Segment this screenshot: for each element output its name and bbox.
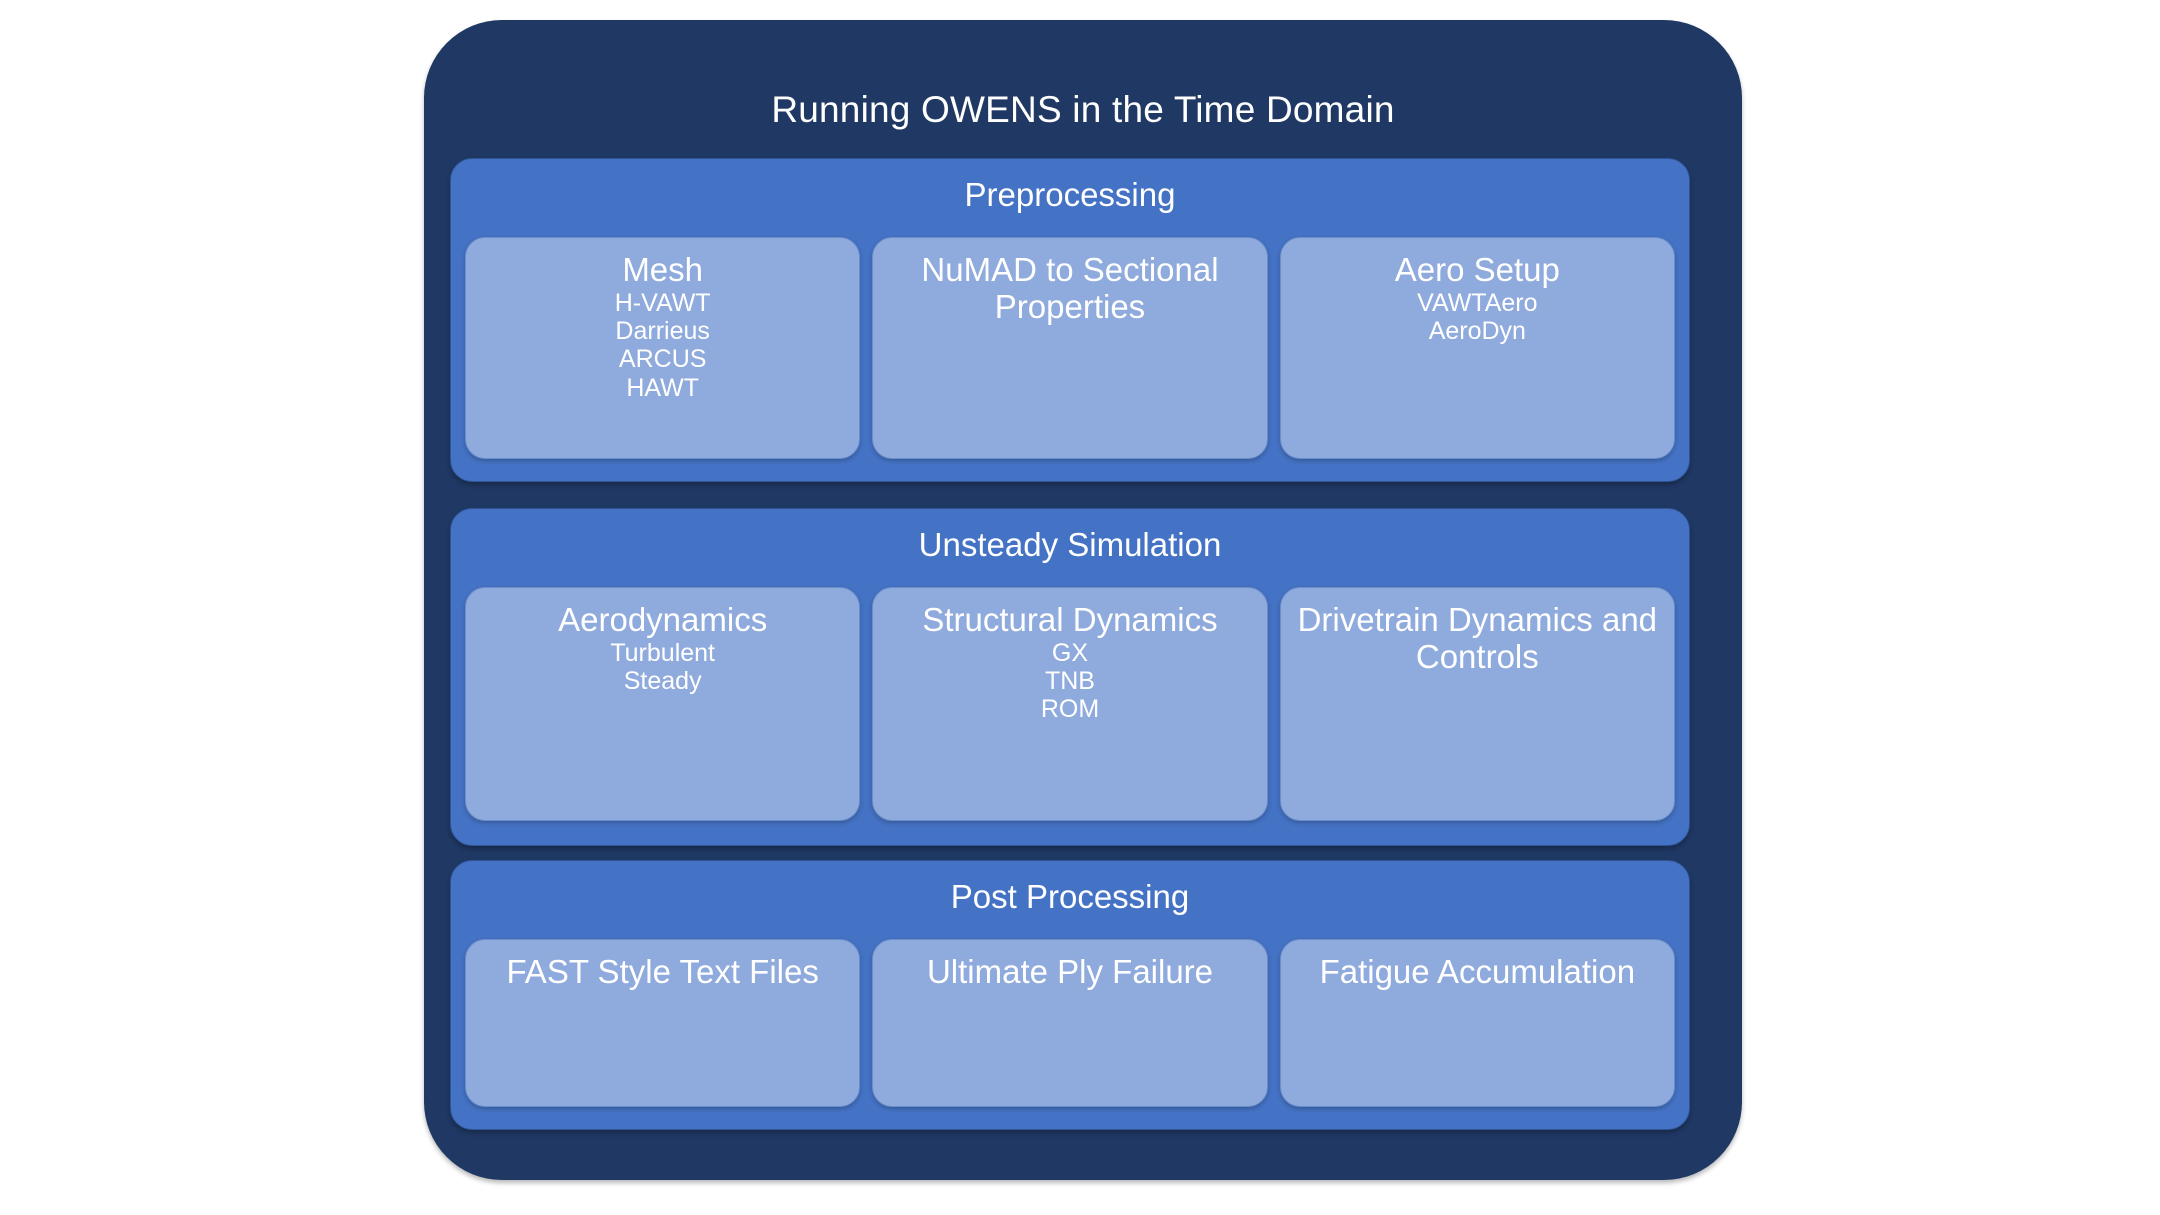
- card-aerodynamics[interactable]: Aerodynamics Turbulent Steady: [465, 587, 861, 821]
- card-row-unsteady-simulation: Aerodynamics Turbulent Steady Structural…: [465, 587, 1675, 821]
- card-item-aerodyn: AeroDyn: [1428, 317, 1526, 346]
- card-item-rom: ROM: [1040, 695, 1100, 724]
- card-title-structural-dynamics: Structural Dynamics: [922, 601, 1218, 638]
- card-title-drivetrain-dynamics-and-controls: Drivetrain Dynamics and Controls: [1297, 601, 1658, 675]
- section-unsteady-simulation: Unsteady Simulation Aerodynamics Turbule…: [450, 508, 1690, 846]
- card-title-fatigue-accumulation: Fatigue Accumulation: [1319, 953, 1636, 990]
- section-title-preprocessing: Preprocessing: [964, 176, 1176, 213]
- card-fatigue-accumulation[interactable]: Fatigue Accumulation: [1279, 939, 1675, 1107]
- card-item-steady: Steady: [623, 667, 702, 696]
- card-item-darrieus: Darrieus: [615, 317, 710, 346]
- card-row-post-processing: FAST Style Text Files Ultimate Ply Failu…: [465, 939, 1675, 1107]
- card-title-aero-setup: Aero Setup: [1394, 251, 1560, 288]
- card-item-tnb: TNB: [1044, 667, 1095, 696]
- card-structural-dynamics[interactable]: Structural Dynamics GX TNB ROM: [872, 587, 1268, 821]
- card-title-fast-style-text-files: FAST Style Text Files: [506, 953, 819, 990]
- card-title-mesh: Mesh: [622, 251, 704, 288]
- card-item-turbulent: Turbulent: [610, 638, 715, 667]
- card-title-aerodynamics: Aerodynamics: [558, 601, 768, 638]
- card-title-ultimate-ply-failure: Ultimate Ply Failure: [926, 953, 1214, 990]
- section-post-processing: Post Processing FAST Style Text Files Ul…: [450, 860, 1690, 1130]
- card-item-h-vawt: H-VAWT: [614, 288, 711, 317]
- diagram-title: Running OWENS in the Time Domain: [771, 89, 1395, 130]
- card-item-hawt: HAWT: [626, 373, 699, 402]
- card-item-gx: GX: [1051, 638, 1089, 667]
- card-title-numad-to-sectional-properties: NuMAD to Sectional Properties: [921, 251, 1219, 325]
- card-mesh[interactable]: Mesh H-VAWT Darrieus ARCUS HAWT: [465, 237, 861, 459]
- section-preprocessing: Preprocessing Mesh H-VAWT Darrieus ARCUS…: [450, 158, 1690, 482]
- card-item-arcus: ARCUS: [618, 345, 707, 374]
- card-fast-style-text-files[interactable]: FAST Style Text Files: [465, 939, 861, 1107]
- card-item-vawtaero: VAWTAero: [1417, 288, 1538, 317]
- section-title-post-processing: Post Processing: [950, 878, 1190, 915]
- card-drivetrain-dynamics-and-controls[interactable]: Drivetrain Dynamics and Controls: [1279, 587, 1675, 821]
- card-numad-to-sectional-properties[interactable]: NuMAD to Sectional Properties: [872, 237, 1268, 459]
- card-ultimate-ply-failure[interactable]: Ultimate Ply Failure: [872, 939, 1268, 1107]
- card-aero-setup[interactable]: Aero Setup VAWTAero AeroDyn: [1279, 237, 1675, 459]
- owens-time-domain-diagram: Running OWENS in the Time Domain Preproc…: [424, 20, 1742, 1180]
- section-title-unsteady-simulation: Unsteady Simulation: [918, 526, 1222, 563]
- card-row-preprocessing: Mesh H-VAWT Darrieus ARCUS HAWT NuMAD to…: [465, 237, 1675, 459]
